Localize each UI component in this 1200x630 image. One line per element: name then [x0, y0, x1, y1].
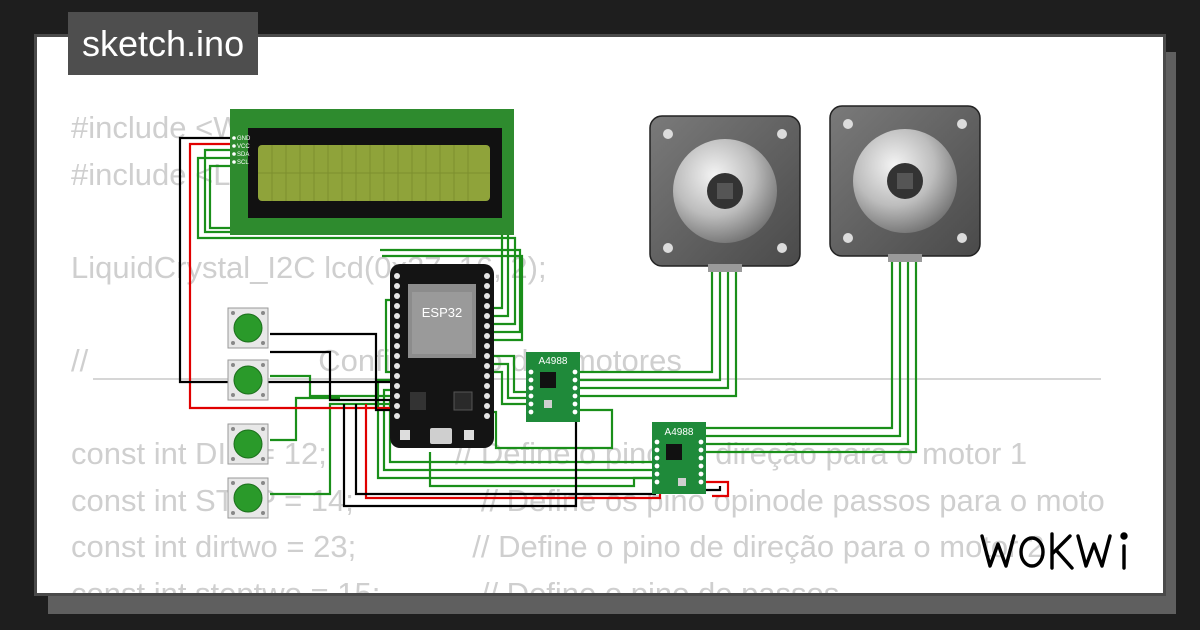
esp32-pins: [394, 273, 490, 419]
lcd-pin-gnd: GND: [237, 136, 251, 142]
stepper-motor-1[interactable]: [649, 115, 801, 272]
a4988-driver-1[interactable]: A4988: [526, 352, 580, 422]
stepper-motor-2[interactable]: [829, 105, 981, 262]
lcd-pin-labels: GND VCC SDA SCL: [232, 136, 251, 166]
lcd-display[interactable]: GND VCC SDA SCL: [230, 109, 514, 235]
code-line: const int dirtwo = 23; // Define o pino …: [71, 524, 1105, 571]
lcd-cell-grid: [258, 145, 490, 201]
code-text: const int dirtwo = 23;: [71, 529, 357, 565]
lcd-pin-vcc: VCC: [237, 144, 250, 150]
code-comment: // Define o pino de passos: [455, 575, 840, 596]
driver-2-label: A4988: [665, 427, 694, 438]
push-button-1[interactable]: [227, 307, 269, 349]
push-button-4[interactable]: [227, 477, 269, 519]
code-text: //: [71, 342, 89, 378]
esp32-label: ESP32: [422, 305, 462, 320]
lcd-pin-sda: SDA: [237, 152, 249, 158]
push-button-2[interactable]: [227, 359, 269, 401]
code-text: const int steptwo = 15;: [71, 575, 381, 596]
a4988-driver-2[interactable]: A4988: [652, 422, 706, 494]
driver-1-label: A4988: [539, 356, 568, 367]
file-tab[interactable]: sketch.ino: [68, 12, 259, 75]
lcd-pin-scl: SCL: [237, 160, 249, 166]
code-comment: // Define o pino de direção para o motor…: [455, 529, 1045, 565]
wokwi-logo[interactable]: [978, 526, 1148, 576]
esp32-board[interactable]: ESP32: [390, 264, 494, 448]
code-line: const int steptwo = 15; // Define o pino…: [71, 571, 1105, 596]
push-button-3[interactable]: [227, 423, 269, 465]
